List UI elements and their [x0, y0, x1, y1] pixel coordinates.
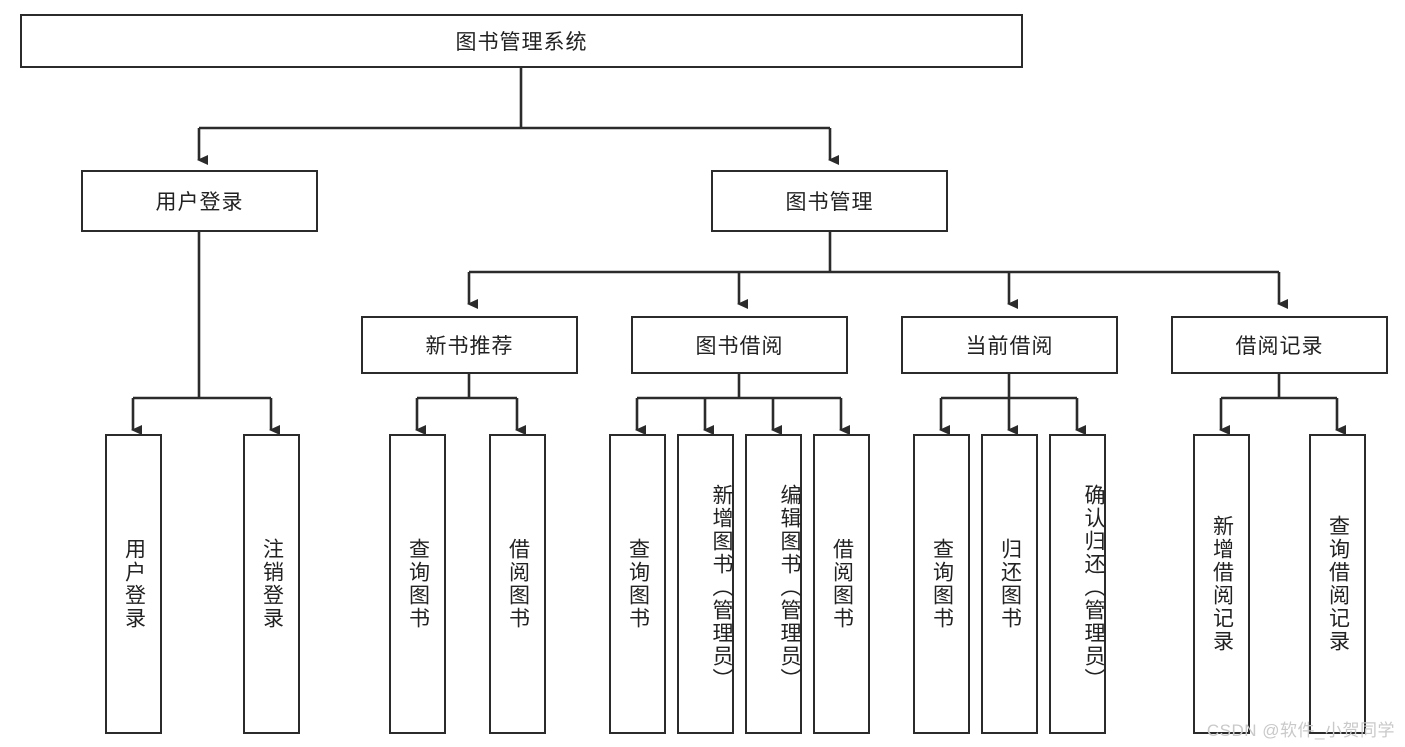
node-label: 查询图书 — [930, 538, 954, 630]
node-label: 新增图书（管理员） — [710, 483, 733, 691]
node-label: 借阅图书 — [506, 538, 530, 630]
node-label: 借阅记录 — [1235, 335, 1324, 358]
node-book-management[interactable]: 图书管理 — [711, 170, 948, 232]
node-label: 查询借阅记录 — [1326, 515, 1350, 653]
node-current-borrow[interactable]: 当前借阅 — [901, 316, 1118, 374]
node-leaf-query-book-borrow[interactable]: 查询图书 — [609, 434, 666, 734]
node-leaf-query-book-recommend[interactable]: 查询图书 — [389, 434, 446, 734]
node-label: 当前借阅 — [965, 335, 1054, 358]
csdn-watermark: CSDN @软件_小贺同学 — [1206, 721, 1395, 740]
node-leaf-query-book-current[interactable]: 查询图书 — [913, 434, 970, 734]
node-book-borrow[interactable]: 图书借阅 — [631, 316, 848, 374]
node-label: 归还图书 — [998, 538, 1022, 630]
node-label: 新增借阅记录 — [1210, 515, 1234, 653]
node-label: 图书管理系统 — [455, 31, 588, 54]
node-label: 借阅图书 — [830, 538, 854, 630]
node-label: 用户登录 — [155, 191, 244, 214]
node-root-book-management-system[interactable]: 图书管理系统 — [20, 14, 1023, 68]
node-leaf-logout-login[interactable]: 注销登录 — [243, 434, 300, 734]
node-leaf-add-borrow-record[interactable]: 新增借阅记录 — [1193, 434, 1250, 734]
node-label: 图书管理 — [785, 191, 874, 214]
node-label: 图书借阅 — [695, 335, 784, 358]
node-leaf-borrow-book-recommend[interactable]: 借阅图书 — [489, 434, 546, 734]
node-label: 确认归还（管理员） — [1082, 483, 1105, 691]
node-leaf-confirm-return[interactable]: 确认归还（管理员） — [1049, 434, 1106, 734]
node-leaf-return-book[interactable]: 归还图书 — [981, 434, 1038, 734]
node-leaf-borrow-book[interactable]: 借阅图书 — [813, 434, 870, 734]
node-label: 编辑图书（管理员） — [778, 483, 801, 691]
node-leaf-user-login[interactable]: 用户登录 — [105, 434, 162, 734]
node-label: 注销登录 — [260, 538, 284, 630]
node-label: 用户登录 — [122, 538, 146, 630]
node-label: 查询图书 — [406, 538, 430, 630]
node-leaf-query-borrow-record[interactable]: 查询借阅记录 — [1309, 434, 1366, 734]
node-label: 查询图书 — [626, 538, 650, 630]
node-leaf-add-book[interactable]: 新增图书（管理员） — [677, 434, 734, 734]
node-user-login[interactable]: 用户登录 — [81, 170, 318, 232]
node-leaf-edit-book[interactable]: 编辑图书（管理员） — [745, 434, 802, 734]
node-new-book-recommend[interactable]: 新书推荐 — [361, 316, 578, 374]
node-label: 新书推荐 — [425, 335, 514, 358]
node-borrow-record[interactable]: 借阅记录 — [1171, 316, 1388, 374]
